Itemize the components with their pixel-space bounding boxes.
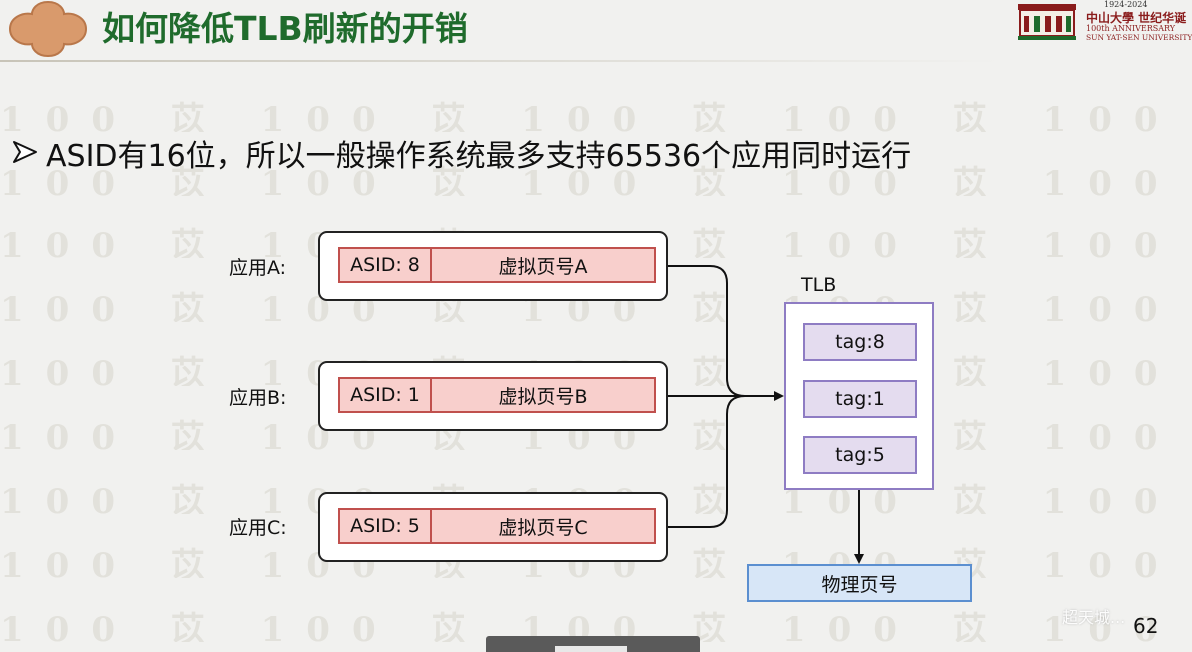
app-b-entry: ASID: 1 虚拟页号B <box>338 377 656 413</box>
logo-anniversary: 100th ANNIVERSARY <box>1086 24 1176 33</box>
app-a-label: 应用A: <box>229 257 287 279</box>
app-b-vpn: 虚拟页号B <box>498 385 588 408</box>
tlb-tag-entry: tag:8 <box>803 323 917 361</box>
logo-name-en: SUN YAT-SEN UNIVERSITY <box>1086 33 1192 42</box>
video-control-bar[interactable] <box>486 636 700 652</box>
app-c-asid: ASID: 5 <box>340 510 432 542</box>
bullet-text: ASID有16位，所以一般操作系统最多支持65536个应用同时运行 <box>46 139 912 174</box>
university-emblem-icon <box>1018 4 1076 40</box>
app-a-box: ASID: 8 虚拟页号A <box>318 231 668 301</box>
app-c-vpn: 虚拟页号C <box>498 516 588 539</box>
tlb-tag-entry: tag:1 <box>803 380 917 418</box>
app-c-box: ASID: 5 虚拟页号C <box>318 492 668 562</box>
header-divider <box>0 60 1000 62</box>
logo-years: 1924-2024 <box>1104 0 1148 9</box>
app-a-asid: ASID: 8 <box>340 249 432 281</box>
app-a-entry: ASID: 8 虚拟页号A <box>338 247 656 283</box>
quatrefoil-ornament-icon <box>8 0 88 62</box>
corner-watermark: 超天城... <box>1062 608 1126 627</box>
bullet-arrow-icon <box>12 140 38 168</box>
tlb-box: tag:8 tag:1 tag:5 <box>784 302 934 490</box>
app-b-box: ASID: 1 虚拟页号B <box>318 361 668 431</box>
tlb-label: TLB <box>801 274 837 296</box>
watermark-row: 100 苡 100 苡 100 苡 100 苡 100 苡 100 苡 100 … <box>0 164 1192 196</box>
app-c-entry: ASID: 5 虚拟页号C <box>338 508 656 544</box>
app-a-vpn: 虚拟页号A <box>498 255 588 278</box>
watermark-row: 100 苡 100 苡 100 苡 100 苡 100 苡 100 苡 100 … <box>0 100 1192 132</box>
logo-name-cn: 中山大學 世纪华诞 <box>1086 11 1187 25</box>
physical-page-number-box: 物理页号 <box>747 564 972 602</box>
page-number: 62 <box>1133 614 1159 638</box>
app-c-label: 应用C: <box>229 517 287 539</box>
connector-c <box>668 395 746 528</box>
slide-title: 如何降低TLB刷新的开销 <box>102 9 468 48</box>
connector-a <box>668 265 746 397</box>
app-b-asid: ASID: 1 <box>340 379 432 411</box>
university-logo: 1924-2024 中山大學 世纪华诞 100th ANNIVERSARY SU… <box>1016 0 1192 44</box>
tlb-tag-entry: tag:5 <box>803 436 917 474</box>
video-control-handle-icon[interactable] <box>555 646 627 652</box>
app-b-label: 应用B: <box>229 387 287 409</box>
